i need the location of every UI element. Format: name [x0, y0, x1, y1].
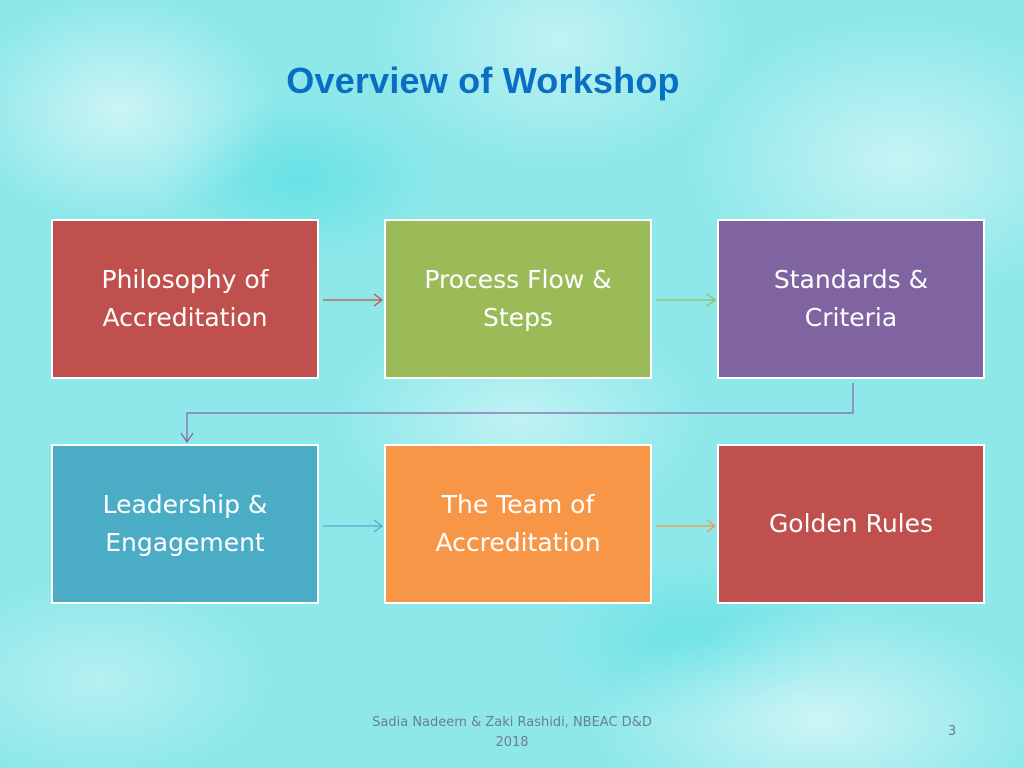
step-standards-criteria: Standards & Criteria — [717, 219, 985, 379]
arrow-right-icon — [323, 293, 383, 307]
step-team-of-accreditation: The Team of Accreditation — [384, 444, 652, 604]
arrow-right-icon — [323, 519, 383, 533]
slide-footer: Sadia Nadeem & Zaki Rashidi, NBEAC D&D 2… — [372, 715, 652, 750]
step-label: The Team of Accreditation — [435, 490, 601, 557]
step-process-flow: Process Flow & Steps — [384, 219, 652, 379]
step-golden-rules: Golden Rules — [717, 444, 985, 604]
arrow-right-icon — [656, 293, 716, 307]
page-number: 3 — [948, 724, 957, 739]
step-label: Golden Rules — [768, 509, 934, 538]
step-label: Leadership & Engagement — [102, 490, 268, 557]
arrow-right-icon — [656, 519, 716, 533]
elbow-arrow-icon — [180, 383, 854, 444]
step-leadership-engagement: Leadership & Engagement — [51, 444, 319, 604]
step-label: Process Flow & Steps — [424, 265, 612, 332]
step-label: Philosophy of Accreditation — [101, 265, 269, 332]
step-label: Standards & Criteria — [773, 265, 929, 332]
slide-title: Overview of Workshop — [286, 60, 680, 101]
step-philosophy-of-accreditation: Philosophy of Accreditation — [51, 219, 319, 379]
